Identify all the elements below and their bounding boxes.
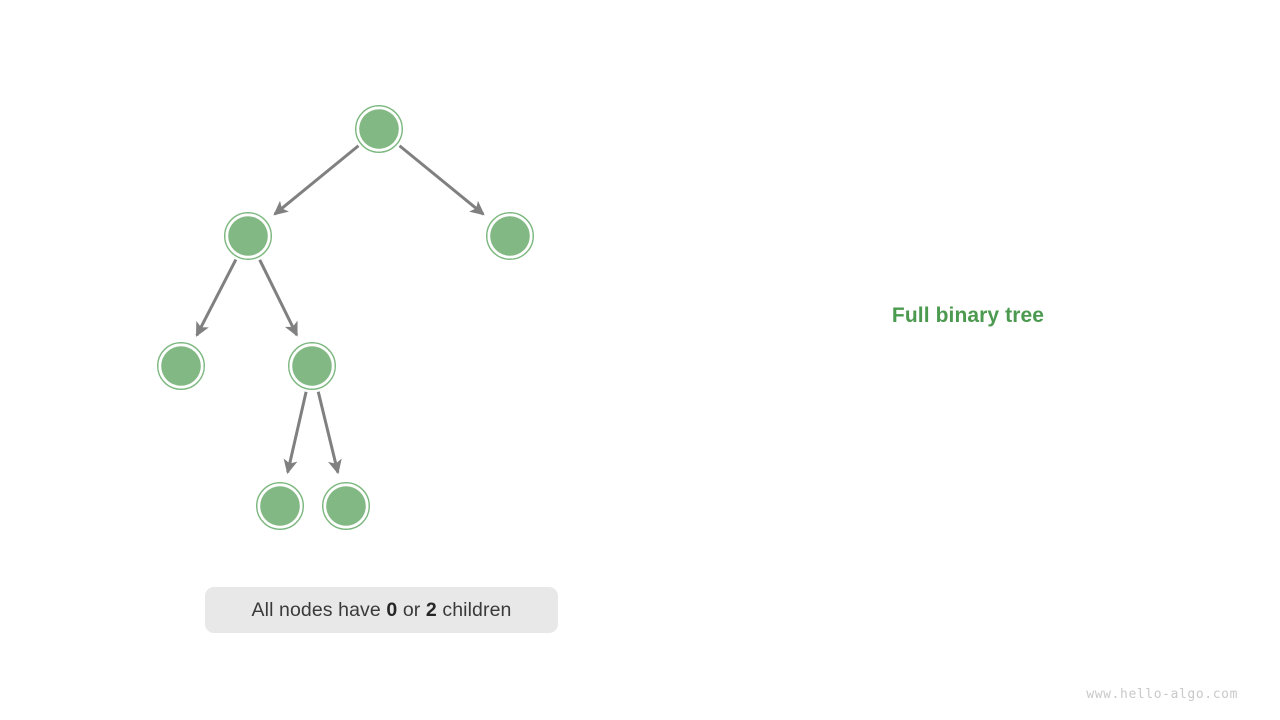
caption-middle: or: [397, 598, 426, 621]
tree-node: [355, 105, 403, 153]
caption-text: All nodes have 0 or 2 children: [252, 599, 512, 622]
node-fill: [326, 486, 366, 526]
tree-node: [157, 342, 205, 390]
tree-edge: [273, 144, 360, 216]
node-fill: [228, 216, 268, 256]
tree-node: [322, 482, 370, 530]
watermark: www.hello-algo.com: [1086, 687, 1238, 702]
node-outer-ring: [486, 212, 534, 260]
caption-bold-two: 2: [425, 598, 437, 621]
node-outer-ring: [322, 482, 370, 530]
node-fill: [260, 486, 300, 526]
node-gap-ring: [289, 343, 335, 389]
tree-edge: [258, 259, 299, 337]
page-title: Full binary tree: [891, 304, 1045, 327]
node-gap-ring: [323, 483, 369, 529]
tree-edges: [195, 144, 485, 475]
node-gap-ring: [158, 343, 204, 389]
node-fill: [490, 216, 530, 256]
caption-bold-zero: 0: [386, 598, 398, 621]
tree-node: [224, 212, 272, 260]
tree-edge: [283, 391, 308, 475]
caption-suffix: children: [436, 598, 512, 621]
node-fill: [161, 346, 201, 386]
tree-node: [256, 482, 304, 530]
tree-edge: [195, 258, 238, 337]
tree-node: [288, 342, 336, 390]
node-outer-ring: [288, 342, 336, 390]
node-gap-ring: [356, 106, 402, 152]
node-gap-ring: [487, 213, 533, 259]
caption-prefix: All nodes have: [251, 598, 387, 621]
node-outer-ring: [256, 482, 304, 530]
tree-nodes: [157, 105, 534, 530]
tree-edge: [316, 391, 342, 475]
caption-box: All nodes have 0 or 2 children: [205, 587, 558, 633]
node-outer-ring: [355, 105, 403, 153]
node-fill: [292, 346, 332, 386]
node-outer-ring: [224, 212, 272, 260]
node-fill: [359, 109, 399, 149]
node-gap-ring: [225, 213, 271, 259]
node-outer-ring: [157, 342, 205, 390]
tree-edge: [398, 144, 485, 216]
tree-node: [486, 212, 534, 260]
node-gap-ring: [257, 483, 303, 529]
